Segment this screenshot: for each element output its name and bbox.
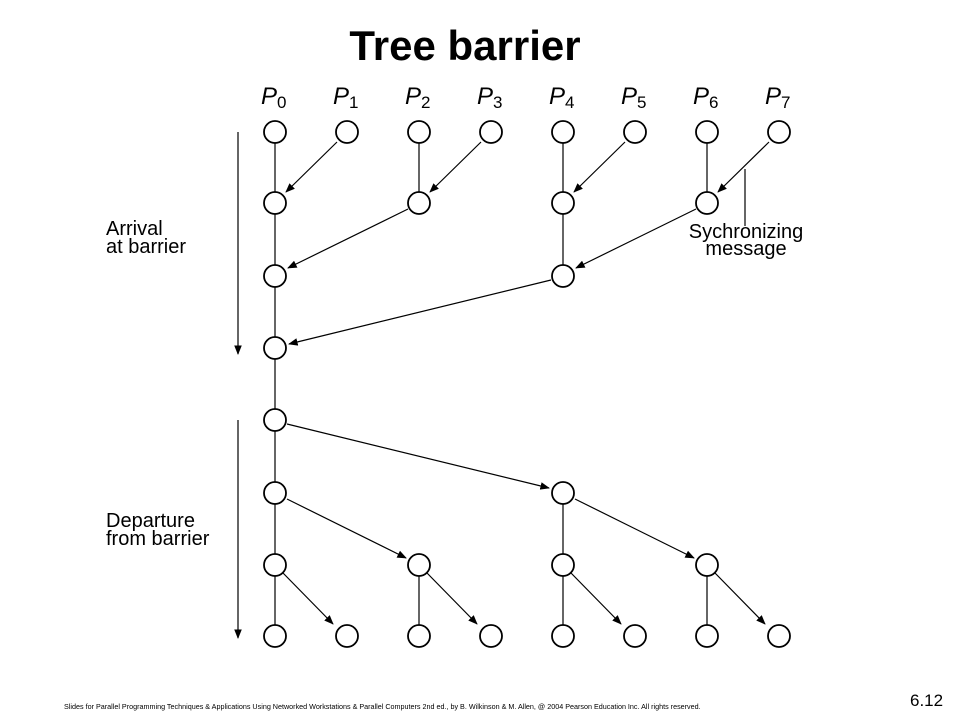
process-labels: P0 P1 P2 P3 P4 P5 P6 P7 <box>261 83 790 112</box>
message-p5-to-p4 <box>573 141 626 193</box>
node-p7-row7 <box>767 624 791 648</box>
process-label-5: P5 <box>621 83 646 112</box>
message-p6-to-p4 <box>575 208 697 269</box>
node-p0-row3 <box>263 336 287 360</box>
node-p2-row1 <box>407 191 431 215</box>
node-p5-row7 <box>623 624 647 648</box>
node-p0-row7 <box>263 624 287 648</box>
node-p4-row5 <box>551 481 575 505</box>
message-p0-to-p1 <box>282 572 334 625</box>
node-p2-row7 <box>407 624 431 648</box>
process-label-2: P2 <box>405 83 430 112</box>
vertical-lines <box>274 132 708 636</box>
process-label-4: P4 <box>549 83 574 112</box>
sync-label-line2: message <box>705 238 787 260</box>
node-p0-row6 <box>263 553 287 577</box>
arrival-label: Arrival at barrier <box>106 218 187 258</box>
node-p6-row7 <box>695 624 719 648</box>
node-p4-row0 <box>551 120 575 144</box>
departure-label: Departure from barrier <box>106 510 210 550</box>
departure-label-line2: from barrier <box>106 528 210 550</box>
slide-title: Tree barrier <box>349 22 581 69</box>
node-p2-row0 <box>407 120 431 144</box>
node-p4-row7 <box>551 624 575 648</box>
node-p0-row2 <box>263 264 287 288</box>
message-p3-to-p2 <box>429 141 482 193</box>
node-p1-row0 <box>335 120 359 144</box>
process-label-6: P6 <box>693 83 718 112</box>
message-p0-to-p2 <box>286 498 407 559</box>
message-p1-to-p0 <box>285 141 338 193</box>
message-p2-to-p3 <box>426 572 478 625</box>
sync-message-label: Sychronizing message <box>672 221 820 260</box>
arrival-label-line2: at barrier <box>106 236 187 258</box>
process-nodes <box>263 120 791 648</box>
node-p3-row7 <box>479 624 503 648</box>
message-p2-to-p0 <box>287 208 409 269</box>
message-p7-to-p6 <box>717 141 770 193</box>
node-p2-row6 <box>407 553 431 577</box>
arrival-label-line1: Arrival <box>106 218 163 240</box>
process-label-0: P0 <box>261 83 286 112</box>
node-p7-row0 <box>767 120 791 144</box>
node-p0-row0 <box>263 120 287 144</box>
node-p0-row4 <box>263 408 287 432</box>
message-p4-to-p6 <box>574 498 695 559</box>
message-p4-to-p5 <box>570 572 622 625</box>
arrival-messages <box>285 141 770 346</box>
slide-footer: Slides for Parallel Programming Techniqu… <box>64 702 701 711</box>
message-p6-to-p7 <box>714 572 766 625</box>
node-p4-row2 <box>551 264 575 288</box>
departure-messages <box>282 423 766 625</box>
process-label-7: P7 <box>765 83 790 112</box>
message-p4-to-p0 <box>288 279 552 346</box>
sync-label-line1: Sychronizing <box>688 221 804 243</box>
node-p6-row1 <box>695 191 719 215</box>
node-p0-row5 <box>263 481 287 505</box>
node-p1-row7 <box>335 624 359 648</box>
departure-label-line1: Departure <box>106 510 195 532</box>
node-p6-row0 <box>695 120 719 144</box>
node-p5-row0 <box>623 120 647 144</box>
node-p4-row6 <box>551 553 575 577</box>
process-label-3: P3 <box>477 83 502 112</box>
node-p4-row1 <box>551 191 575 215</box>
message-p0-to-p4 <box>286 423 550 490</box>
process-label-1: P1 <box>333 83 358 112</box>
node-p0-row1 <box>263 191 287 215</box>
node-p6-row6 <box>695 553 719 577</box>
page-number: 6.12 <box>910 691 944 710</box>
node-p3-row0 <box>479 120 503 144</box>
